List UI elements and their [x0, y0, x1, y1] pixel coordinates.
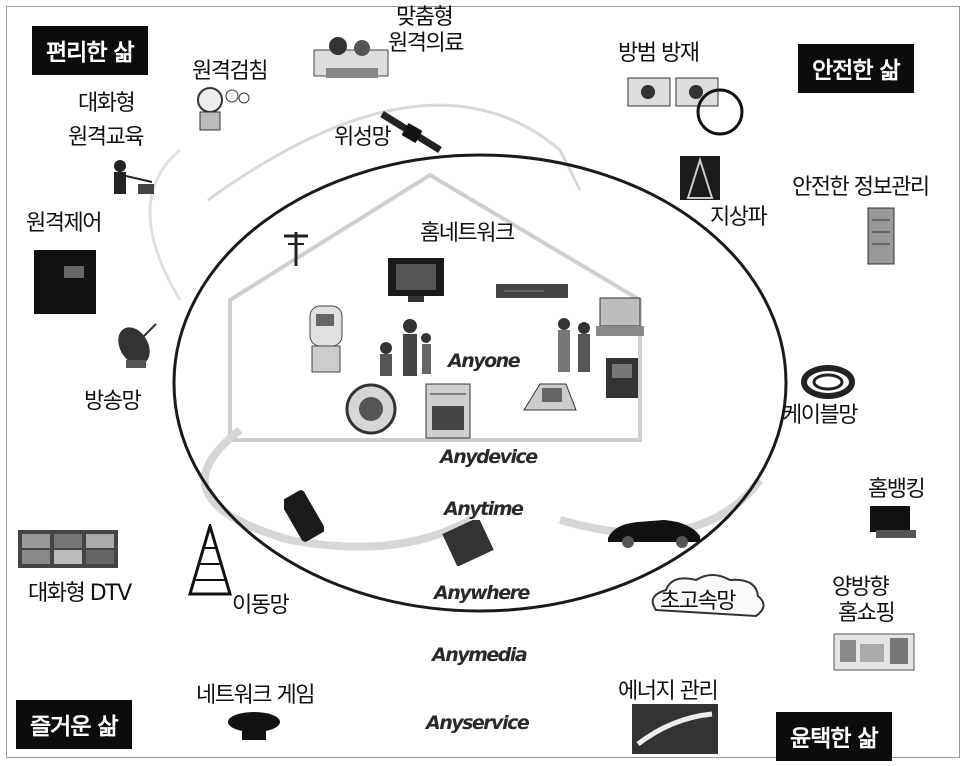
info-mgmt-label: 안전한 정보관리: [792, 175, 930, 200]
robot-icon: [298, 300, 354, 376]
energy-mgmt-label: 에너지 관리: [618, 679, 719, 704]
any-time-label: Anytime: [444, 498, 524, 520]
cellphone-icon: [284, 488, 324, 544]
dish-icon: [112, 318, 162, 370]
broadcast-net-label: 방송망: [84, 389, 142, 414]
gamepad-icon: [226, 706, 282, 742]
laptop-icon: [596, 296, 644, 340]
custom-medical-label-1: 맞춤형: [396, 5, 454, 30]
cable-net-label: 케이블망: [782, 403, 858, 428]
phone-icon: [520, 378, 578, 418]
dtv-icon: [18, 530, 118, 568]
diagram-frame: [6, 6, 960, 758]
teacher-icon: [106, 158, 158, 198]
medical-icon: [312, 28, 392, 84]
high-speed-net-label: 초고속망: [660, 589, 736, 614]
any-service-label: Anyservice: [426, 712, 530, 734]
main-circle: [172, 153, 788, 613]
family-icon: [372, 318, 434, 378]
safe-life-label: 안전한 삶: [798, 44, 914, 93]
shopping-icon: [832, 626, 918, 672]
satellite-icon: [378, 108, 448, 158]
home-banking-label: 홈뱅킹: [868, 477, 926, 502]
cable-icon: [800, 362, 856, 402]
any-where-label: Anywhere: [434, 582, 530, 604]
fun-life-label: 즐거운 삶: [16, 700, 132, 749]
any-media-label: Anymedia: [432, 644, 528, 666]
mobile-net-label: 이동망: [232, 593, 290, 618]
antenna-icon: [282, 230, 310, 268]
tower-icon: [680, 156, 720, 200]
interactive-dtv-label: 대화형 DTV: [28, 581, 132, 606]
security-icon: [624, 72, 754, 136]
pda-icon: [438, 520, 500, 566]
custom-medical-label-2: 원격의료: [388, 31, 464, 56]
terrestrial-label: 지상파: [710, 205, 768, 230]
rich-life-label: 윤택한 삶: [776, 712, 892, 761]
any-device-label: Anydevice: [440, 446, 538, 468]
server-icon: [866, 206, 896, 266]
crime-disaster-label: 방범 방재: [618, 41, 700, 66]
network-game-label: 네트워크 게임: [196, 683, 315, 708]
cloud-icon: [646, 570, 772, 622]
satellite-label: 위성망: [334, 125, 392, 150]
center-title: 홈네트워크: [420, 221, 515, 246]
pc-icon: [604, 356, 640, 400]
banking-icon: [866, 500, 922, 540]
video-recorder-icon: [494, 280, 570, 302]
any-one-label: Anyone: [448, 350, 521, 372]
education-label-1: 대화형: [78, 91, 136, 116]
tv-icon: [386, 256, 446, 302]
energy-icon: [632, 704, 718, 754]
convenient-life-label: 편리한 삶: [32, 26, 148, 75]
education-label-2: 원격교육: [68, 125, 144, 150]
shopping-label-2: 홈쇼핑: [838, 601, 896, 626]
remote-checkup-label: 원격검침: [192, 59, 268, 84]
camera-icon: [344, 382, 398, 436]
people-icon: [552, 318, 598, 374]
car-icon: [604, 512, 704, 548]
remote-control-label: 원격제어: [26, 211, 102, 236]
shopping-label-1: 양방향: [832, 575, 890, 600]
meter-icon: [190, 84, 250, 132]
oven-icon: [424, 382, 472, 440]
remote-control-icon: [34, 250, 96, 314]
mobile-tower-icon: [186, 524, 234, 596]
